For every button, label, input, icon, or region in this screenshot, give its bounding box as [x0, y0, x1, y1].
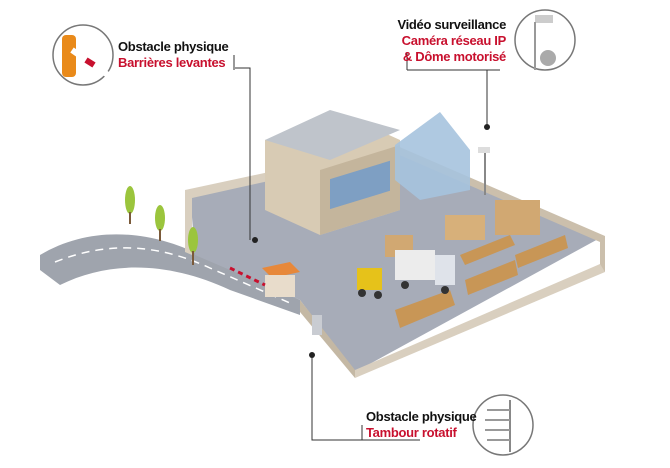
access-road [40, 234, 300, 315]
callout-video-subtitle-1: Caméra réseau IP [401, 33, 507, 48]
turnstile [312, 315, 322, 335]
callout-barrier-title: Obstacle physique [118, 39, 229, 54]
wall-front-right [355, 264, 605, 378]
callout-video-subtitle-2: & Dôme motorisé [402, 49, 506, 64]
leader-line-turnstile [311, 355, 420, 441]
callout-barrier: Obstacle physique Barrières levantes [118, 39, 229, 71]
leader-line-barrier [235, 67, 251, 240]
guard-booth [262, 262, 300, 297]
barrier-arm [229, 266, 266, 287]
goods [385, 200, 568, 328]
callout-video-title: Vidéo surveillance [397, 17, 506, 32]
turnstile-icon [472, 394, 534, 456]
barrier-gate-icon [52, 24, 114, 86]
callout-turnstile-subtitle: Tambour rotatif [366, 425, 457, 440]
camera-dome-icon [514, 9, 576, 71]
forklift [357, 268, 382, 299]
trees [125, 186, 198, 265]
callout-turnstile-title: Obstacle physique [366, 409, 477, 424]
main-building [265, 110, 470, 235]
callout-video: Vidéo surveillance Caméra réseau IP & Dô… [380, 17, 506, 65]
callout-barrier-subtitle: Barrières levantes [118, 55, 226, 70]
camera-pole [478, 147, 490, 195]
callout-turnstile: Obstacle physique Tambour rotatif [366, 409, 477, 441]
truck [395, 250, 455, 294]
